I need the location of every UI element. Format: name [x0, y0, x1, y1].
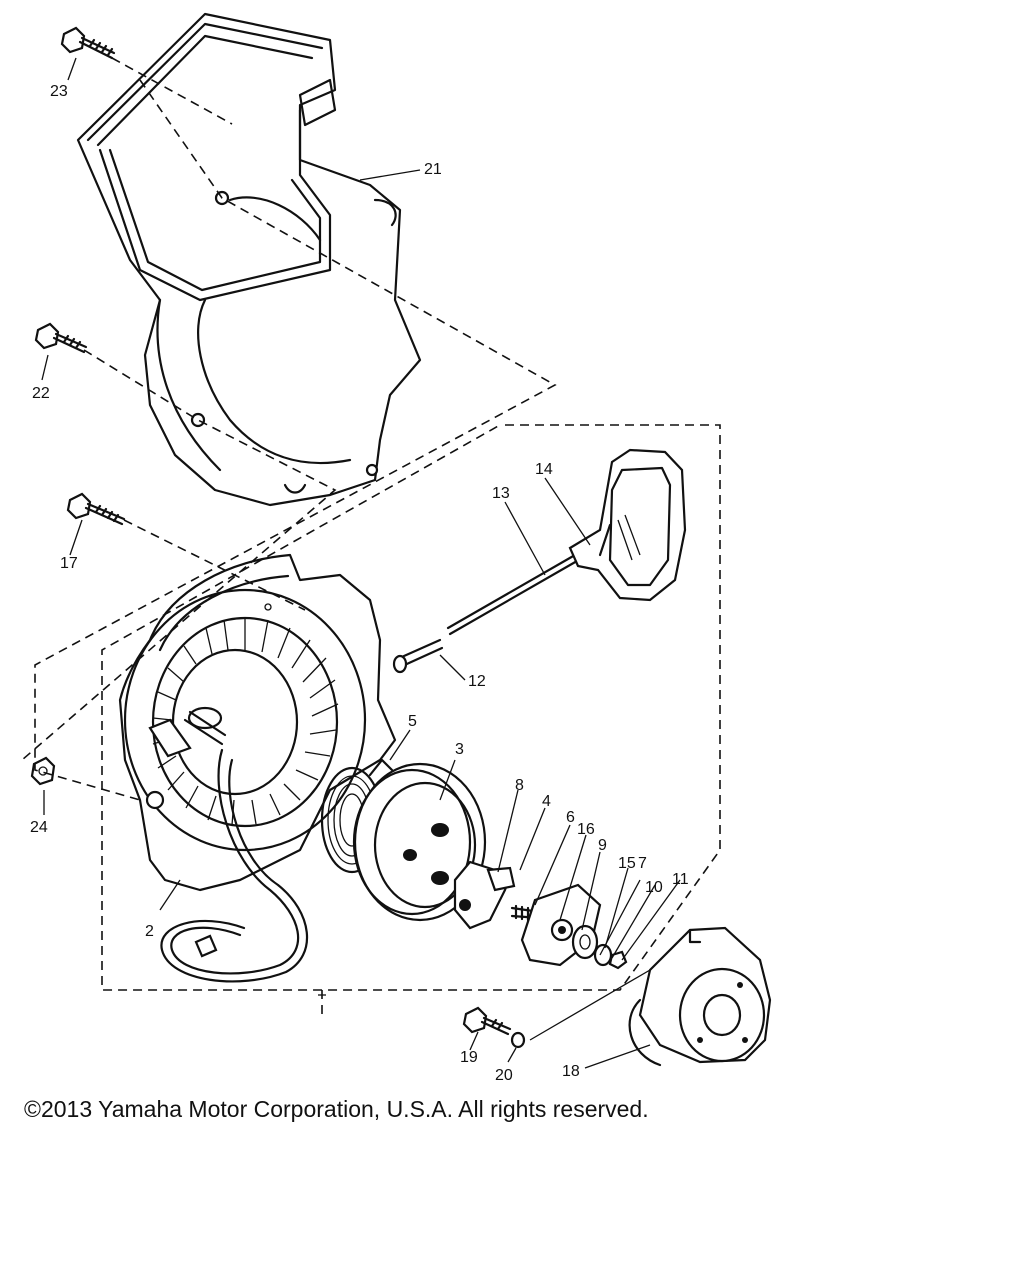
callout-7: 7	[638, 855, 647, 872]
callout-15: 15	[618, 855, 636, 872]
starter-pulley	[628, 926, 772, 1067]
callout-21: 21	[424, 161, 442, 178]
callout-5: 5	[408, 713, 417, 730]
callout-10: 10	[645, 879, 663, 896]
callouts: 23 21 22 14 13 17 12 5 3 8 4 6 16 24 9 1…	[30, 83, 689, 1084]
bolt-22	[34, 322, 88, 354]
copyright-notice: ©2013 Yamaha Motor Corporation, U.S.A. A…	[24, 1096, 649, 1122]
rope-reel	[352, 762, 487, 922]
washer-20	[510, 1031, 526, 1049]
callout-17: 17	[60, 555, 78, 572]
pawl	[453, 860, 516, 930]
bolt-19	[462, 1006, 512, 1036]
leader-lines	[41, 57, 681, 1069]
callout-8: 8	[515, 777, 524, 794]
starter-rope	[446, 553, 579, 636]
callout-23: 23	[50, 83, 68, 100]
starter-case	[118, 553, 397, 983]
callout-20: 20	[495, 1067, 513, 1084]
bolt-17	[66, 492, 126, 526]
nut-24	[30, 756, 56, 786]
callout-14: 14	[535, 461, 553, 478]
callout-11: 11	[672, 871, 689, 888]
bolt-23	[60, 26, 116, 60]
rope-guide	[392, 638, 444, 674]
callout-16: 16	[577, 821, 595, 838]
callout-3: 3	[455, 741, 464, 758]
callout-19: 19	[460, 1049, 478, 1066]
callout-24: 24	[30, 819, 48, 836]
exploded-parts-diagram: 23 21 22 14 13 17 12 5 3 8 4 6 16 24 9 1…	[21, 12, 772, 1084]
callout-13: 13	[492, 485, 510, 502]
callout-6: 6	[566, 809, 575, 826]
callout-9: 9	[598, 837, 607, 854]
callout-22: 22	[32, 385, 50, 402]
callout-2: 2	[145, 923, 154, 940]
starter-handle	[568, 448, 687, 602]
callout-12: 12	[468, 673, 486, 690]
washers-and-nut	[571, 924, 628, 970]
callout-4: 4	[542, 793, 551, 810]
callout-18: 18	[562, 1063, 580, 1080]
fan-shroud	[76, 12, 422, 507]
